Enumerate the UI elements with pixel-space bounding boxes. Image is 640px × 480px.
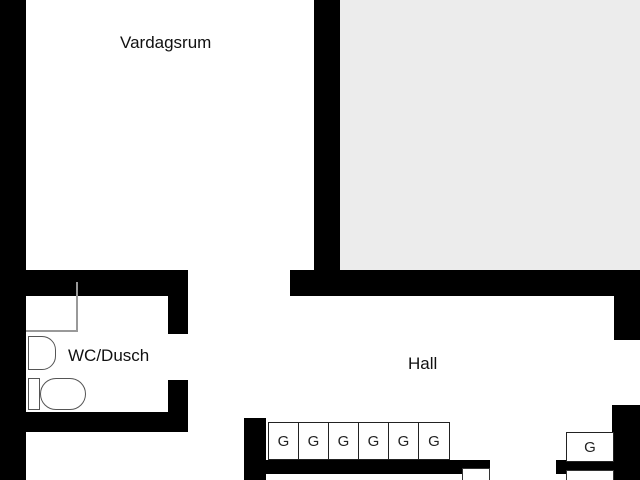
sink-icon [28, 336, 56, 370]
wc-right-wall-upper [168, 270, 188, 334]
room-label-hall: Hall [408, 354, 438, 373]
locker-right: G [566, 432, 614, 462]
lower-storage-box [462, 468, 490, 480]
locker-6: G [418, 422, 450, 460]
wc-bottom-wall [0, 412, 188, 432]
wc-top-wall [0, 270, 188, 296]
lower-right-box [566, 470, 614, 480]
storage-top-wall [244, 418, 264, 434]
left-wall [0, 0, 26, 480]
locker-4: G [358, 422, 389, 460]
locker-1: G [268, 422, 299, 460]
shower-line-vertical [76, 282, 78, 332]
locker-3: G [328, 422, 359, 460]
room-label-living: Vardagsrum [120, 33, 212, 52]
shower-line-horizontal [26, 330, 78, 332]
locker-2: G [298, 422, 329, 460]
toilet-tank-icon [28, 378, 40, 410]
living-right-wall [314, 0, 340, 272]
hall-top-wall [290, 270, 640, 296]
storage-bottom-wall [244, 460, 490, 474]
neighbor-area [338, 0, 640, 270]
toilet-bowl-icon [40, 378, 86, 410]
room-label-wc: WC/Dusch [68, 346, 150, 365]
locker-5: G [388, 422, 419, 460]
hall-right-wall [614, 270, 640, 340]
storage-right-post [612, 405, 640, 480]
